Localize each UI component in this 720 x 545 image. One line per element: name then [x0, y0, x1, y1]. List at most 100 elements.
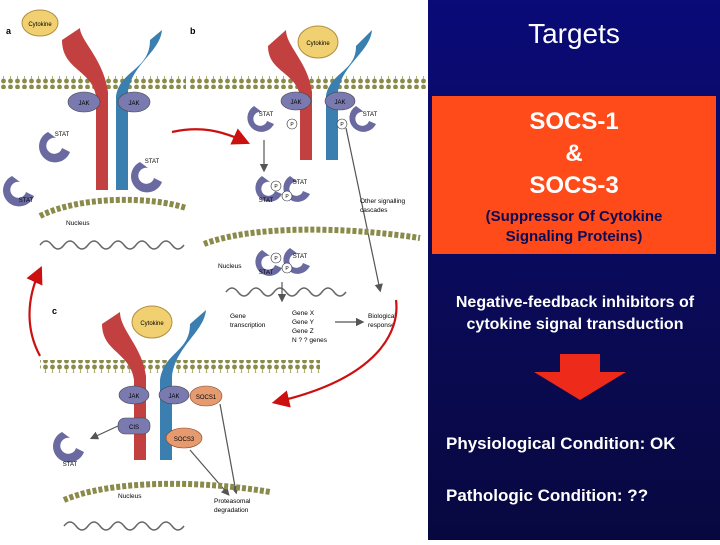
receptor-a-blue — [116, 30, 162, 190]
cytokine-b-label: Cytokine — [306, 41, 330, 47]
phospho-b5 — [270, 252, 282, 264]
stat-a3-label: STAT — [19, 198, 34, 204]
jak-b-left — [280, 91, 312, 111]
bio-response-line1: Biological — [368, 313, 396, 320]
cytokine-a-label: Cytokine — [28, 22, 52, 28]
socs-line2: & — [565, 140, 583, 167]
other-cascades-line1: Other signalling — [360, 198, 406, 205]
curved-arrow-icon — [171, 128, 250, 145]
nucleus-c-label: Nucleus — [118, 493, 142, 500]
phospho-b6-label: P — [285, 266, 289, 272]
phospho-b3 — [270, 180, 282, 192]
stat-dimer-b2-label: STAT — [293, 180, 308, 186]
other-cascades-line2: cascades — [360, 207, 388, 214]
receptor-b-blue — [326, 30, 372, 160]
phospho-b2-label: P — [340, 122, 344, 128]
stat-a1 — [39, 132, 70, 163]
curved-arrow-icon — [26, 266, 43, 357]
jak-a-right — [117, 91, 151, 113]
jak-b-left-label: JAK — [290, 100, 301, 106]
jak-a-right-label: JAK — [128, 101, 139, 107]
stat-dimer-b3 — [255, 250, 282, 276]
cytokine-a — [21, 9, 59, 37]
stat-b2 — [349, 106, 376, 132]
cytokine-c — [131, 305, 173, 339]
targets-title: Targets — [528, 18, 620, 49]
jak-c-right — [158, 385, 190, 405]
gene-z-label: Gene Z — [292, 328, 314, 335]
stat-a2 — [131, 162, 162, 193]
cis-label: CIS — [129, 425, 139, 431]
targets-panel — [428, 0, 720, 540]
panel-c-label: c — [52, 306, 57, 316]
nucleus-b-label: Nucleus — [218, 263, 242, 270]
phospho-b5-label: P — [274, 256, 278, 262]
gene-x-label: Gene X — [292, 310, 315, 317]
phospho-b4-label: P — [285, 194, 289, 200]
stat-c-label: STAT — [63, 462, 78, 468]
nuclear-envelope-b — [202, 226, 421, 247]
socs-line1: SOCS-1 — [529, 108, 619, 135]
stat-dimer-b3-label: STAT — [259, 270, 274, 276]
gene-transcription-line1: Gene — [230, 313, 246, 320]
pathologic-condition: Pathologic Condition: ?? — [446, 486, 649, 505]
stat-a2-label: STAT — [145, 159, 160, 165]
cytokine-b — [297, 25, 339, 59]
proteasomal-line2: degradation — [214, 507, 249, 514]
negative-feedback-line1: Negative-feedback inhibitors of — [455, 294, 695, 311]
phospho-b1 — [286, 118, 298, 130]
bio-response-line2: response — [368, 322, 395, 329]
jak-stat-pathway-figure: a Cytokine JAK JAK STAT STAT STAT Nucleu… — [0, 9, 428, 531]
stat-b1 — [247, 106, 274, 132]
jak-c-left — [118, 385, 150, 405]
nuclear-envelope-a — [38, 196, 187, 219]
stat-a3 — [3, 176, 35, 207]
jak-c-right-label: JAK — [168, 394, 179, 400]
panel-a-label: a — [6, 26, 12, 36]
proteasomal-line1: Proteasomal — [214, 498, 251, 505]
socs3-protein — [165, 427, 203, 449]
receptor-a-red — [62, 28, 108, 190]
panel-b-label: b — [190, 26, 196, 36]
jak-a-left-label: JAK — [78, 101, 89, 107]
membrane-c — [40, 360, 320, 373]
socs3-label: SOCS3 — [174, 437, 195, 443]
jak-b-right-label: JAK — [334, 100, 345, 106]
nuclear-envelope-c — [62, 480, 271, 503]
dna-b — [225, 287, 347, 297]
socs-line3: SOCS-3 — [529, 172, 619, 199]
negative-feedback-line2: cytokine signal transduction — [466, 316, 684, 333]
down-arrow-icon — [534, 354, 626, 400]
arrow-cis-stat — [89, 425, 119, 440]
stat-dimer-b1 — [255, 176, 282, 202]
phospho-b6 — [281, 262, 293, 274]
jak-a-left — [67, 91, 101, 113]
arrow-socs1-degradation — [219, 403, 240, 495]
dna-a — [39, 240, 185, 250]
socs-full-line1: (Suppressor Of Cytokine — [485, 208, 663, 225]
gene-transcription-line2: transcription — [230, 322, 266, 329]
stat-dimer-b1-label: STAT — [259, 198, 274, 204]
socs-full-line2: Signaling Proteins) — [505, 228, 643, 245]
phospho-b3-label: P — [274, 184, 278, 190]
phospho-b1-label: P — [290, 122, 294, 128]
physiological-condition: Physiological Condition: OK — [446, 434, 676, 453]
phospho-b2 — [336, 118, 348, 130]
receptor-b-red — [268, 30, 312, 160]
socs1-protein — [189, 385, 223, 407]
curved-arrow-icon — [271, 299, 398, 408]
socs-box: SOCS-1 & SOCS-3 (Suppressor Of Cytokine … — [432, 96, 716, 254]
socs1-label: SOCS1 — [196, 395, 217, 401]
stat-b1-label: STAT — [259, 112, 274, 118]
stat-c — [53, 432, 84, 463]
nucleus-a-label: Nucleus — [66, 220, 90, 227]
n-genes-label: N ? ? genes — [292, 337, 328, 344]
signaling-diagram: a Cytokine JAK JAK STAT STAT STAT Nucleu… — [0, 9, 428, 531]
dna-c — [63, 521, 185, 531]
negative-feedback-text: Negative-feedback inhibitors of cytokine… — [430, 292, 720, 336]
stat-b2-label: STAT — [363, 112, 378, 118]
stat-a1-label: STAT — [55, 132, 70, 138]
receptor-c-blue — [160, 310, 206, 460]
jak-c-left-label: JAK — [128, 394, 139, 400]
gene-y-label: Gene Y — [292, 319, 315, 326]
